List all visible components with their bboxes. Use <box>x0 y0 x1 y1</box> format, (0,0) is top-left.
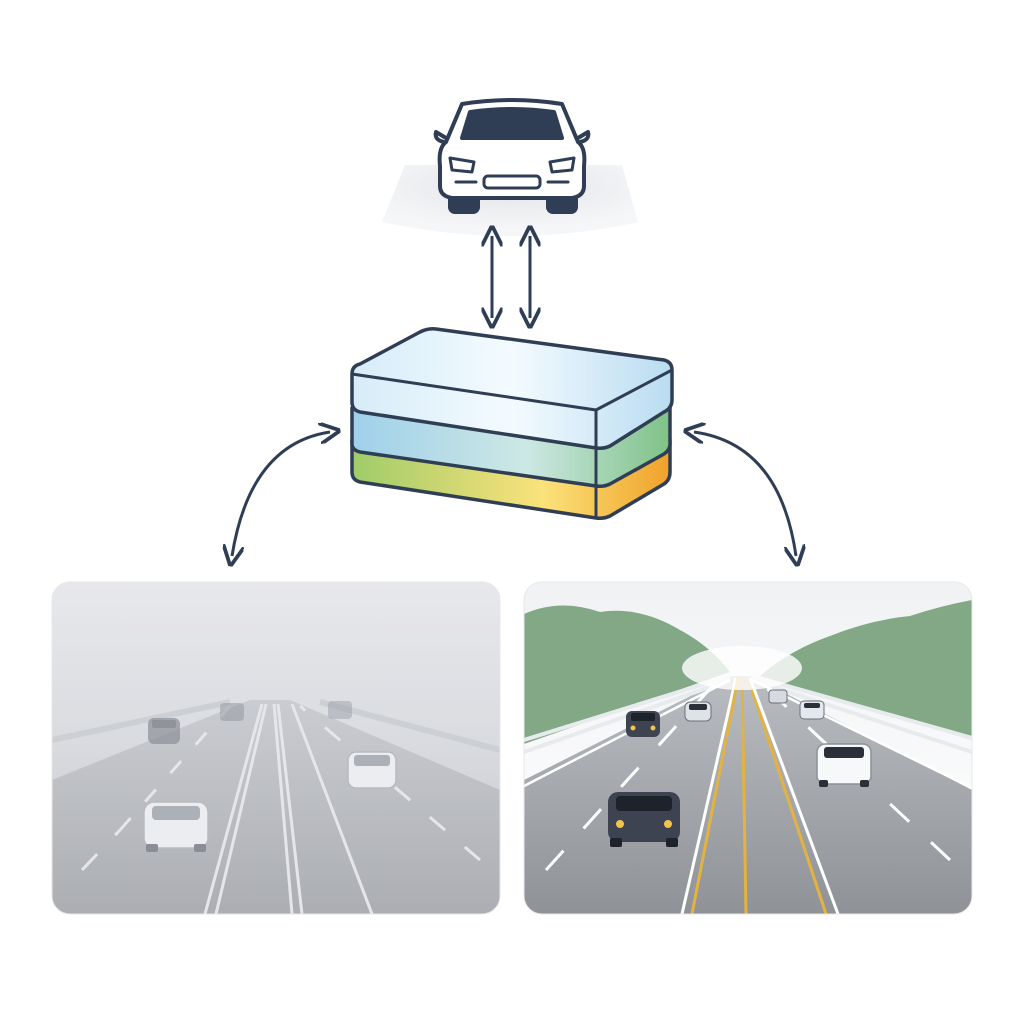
foggy-image-frame <box>51 581 501 915</box>
layer-top <box>350 327 674 450</box>
vehicle-node <box>382 98 638 236</box>
foggy-cars <box>143 701 397 852</box>
clear-cars <box>608 689 872 847</box>
car-icon <box>433 98 591 214</box>
foggy-highway-image <box>52 582 500 914</box>
layered-model-node <box>350 327 674 520</box>
clear-image-frame <box>523 581 973 915</box>
arrow-to-clear-scene <box>694 432 796 556</box>
left-tree-line <box>524 605 730 744</box>
vehicle-model-arrows <box>492 236 530 318</box>
right-tree-line <box>760 600 972 740</box>
model-scene-arrows <box>232 432 796 556</box>
arrow-to-foggy-scene <box>232 432 330 556</box>
clear-highway-image <box>524 582 972 914</box>
